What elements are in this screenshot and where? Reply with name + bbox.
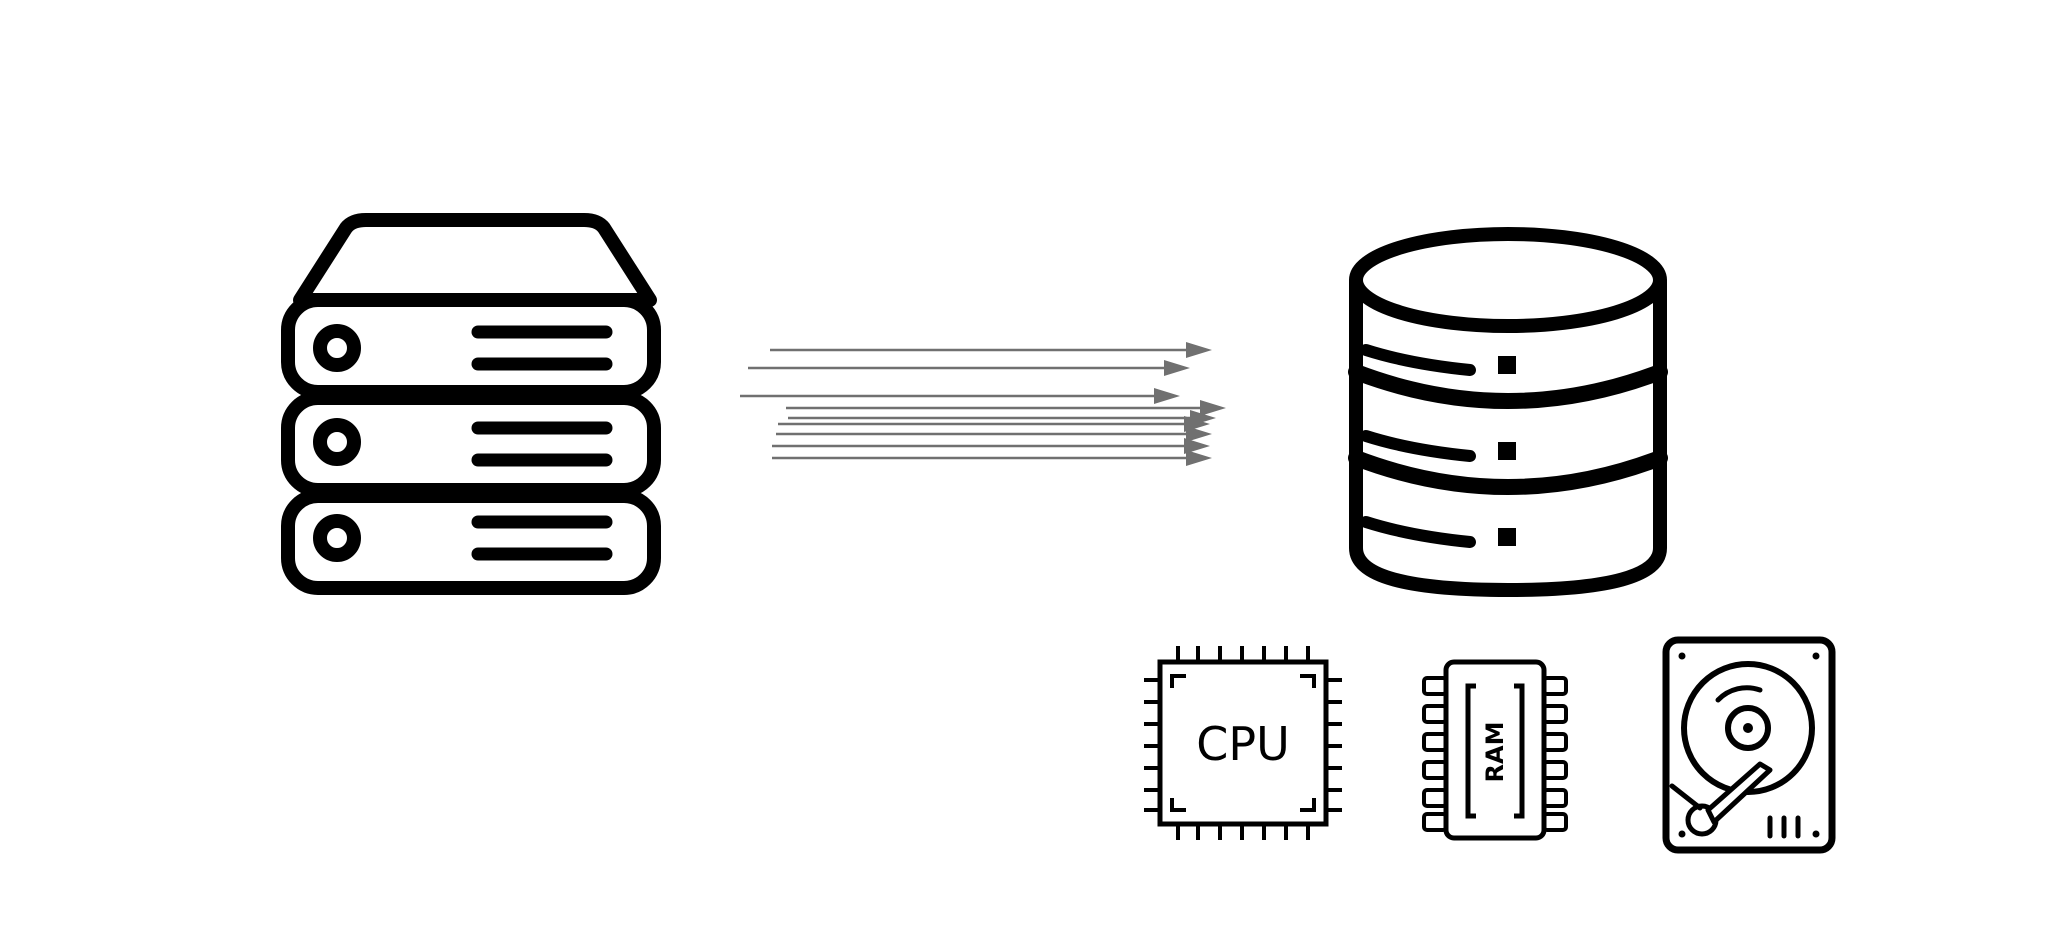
request-arrow-head xyxy=(1186,450,1212,466)
request-arrow-head xyxy=(1186,342,1212,358)
request-arrow-head xyxy=(1154,388,1180,404)
ram-module-icon: RAM xyxy=(1422,659,1568,841)
hard-disk-icon xyxy=(1662,636,1836,854)
request-arrow-head xyxy=(1186,426,1212,442)
ram-label: RAM xyxy=(1481,722,1509,783)
cpu-chip-icon: CPU xyxy=(1144,646,1342,840)
request-arrow-head xyxy=(1200,400,1226,416)
database-icon xyxy=(1348,227,1668,597)
request-arrow-head xyxy=(1184,438,1210,454)
request-arrow-head xyxy=(1164,360,1190,376)
cpu-label: CPU xyxy=(1196,717,1290,771)
server-stack-icon xyxy=(281,213,661,595)
request-arrows xyxy=(740,342,1226,466)
